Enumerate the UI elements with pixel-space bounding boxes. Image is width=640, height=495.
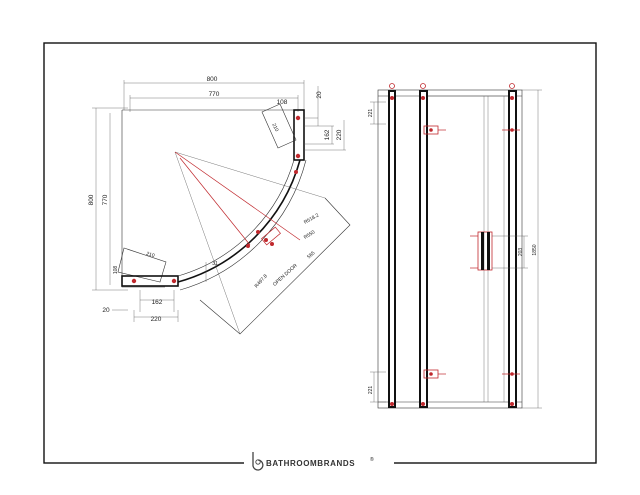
bathroombrands-logo-icon	[252, 452, 264, 471]
dim-inner-depth: 770	[102, 194, 109, 205]
dim-top-offset: 20	[316, 91, 323, 99]
dim-open-door: OPEN DOOR	[272, 263, 299, 288]
elevation-fittings	[389, 83, 520, 406]
brand-footer: BATHROOMBRANDS ®	[244, 452, 394, 471]
plan-fittings	[131, 115, 301, 284]
dim-bottom-108: 108	[113, 266, 119, 275]
dim-right-162: 162	[324, 129, 331, 140]
dim-height: 1850	[532, 244, 538, 255]
dim-right-220: 220	[336, 129, 343, 140]
dim-handle: 203	[518, 248, 524, 257]
plan-view: 800 770 800 770 20 108 162 220 210 21	[88, 76, 351, 335]
dim-top-tray: 108	[277, 99, 288, 106]
dim-overall-depth: 800	[88, 194, 95, 205]
dim-bottom-gap: 221	[368, 386, 374, 395]
dim-radius-b: R550	[303, 229, 317, 241]
brand-registered-mark: ®	[370, 456, 374, 463]
dim-bottom-220: 220	[151, 316, 162, 323]
dim-overall-width: 800	[207, 76, 218, 83]
brand-name: BATHROOMBRANDS	[266, 459, 355, 468]
dim-inner-width: 770	[209, 91, 220, 98]
dim-top-gap: 221	[368, 109, 374, 118]
dim-bottom-20: 20	[102, 307, 110, 314]
dim-open-door-value: 565	[306, 250, 316, 260]
dim-bottom-210: 210	[145, 251, 155, 259]
dim-bottom-162: 162	[152, 299, 163, 306]
dim-bottom-31: 31	[212, 261, 218, 267]
dim-side-210: 210	[270, 123, 279, 133]
elevation-view: 221 221 1850 203	[368, 83, 542, 409]
dim-radius-c: R497.8	[254, 273, 269, 289]
dim-radius-a: R518.2	[303, 212, 320, 225]
